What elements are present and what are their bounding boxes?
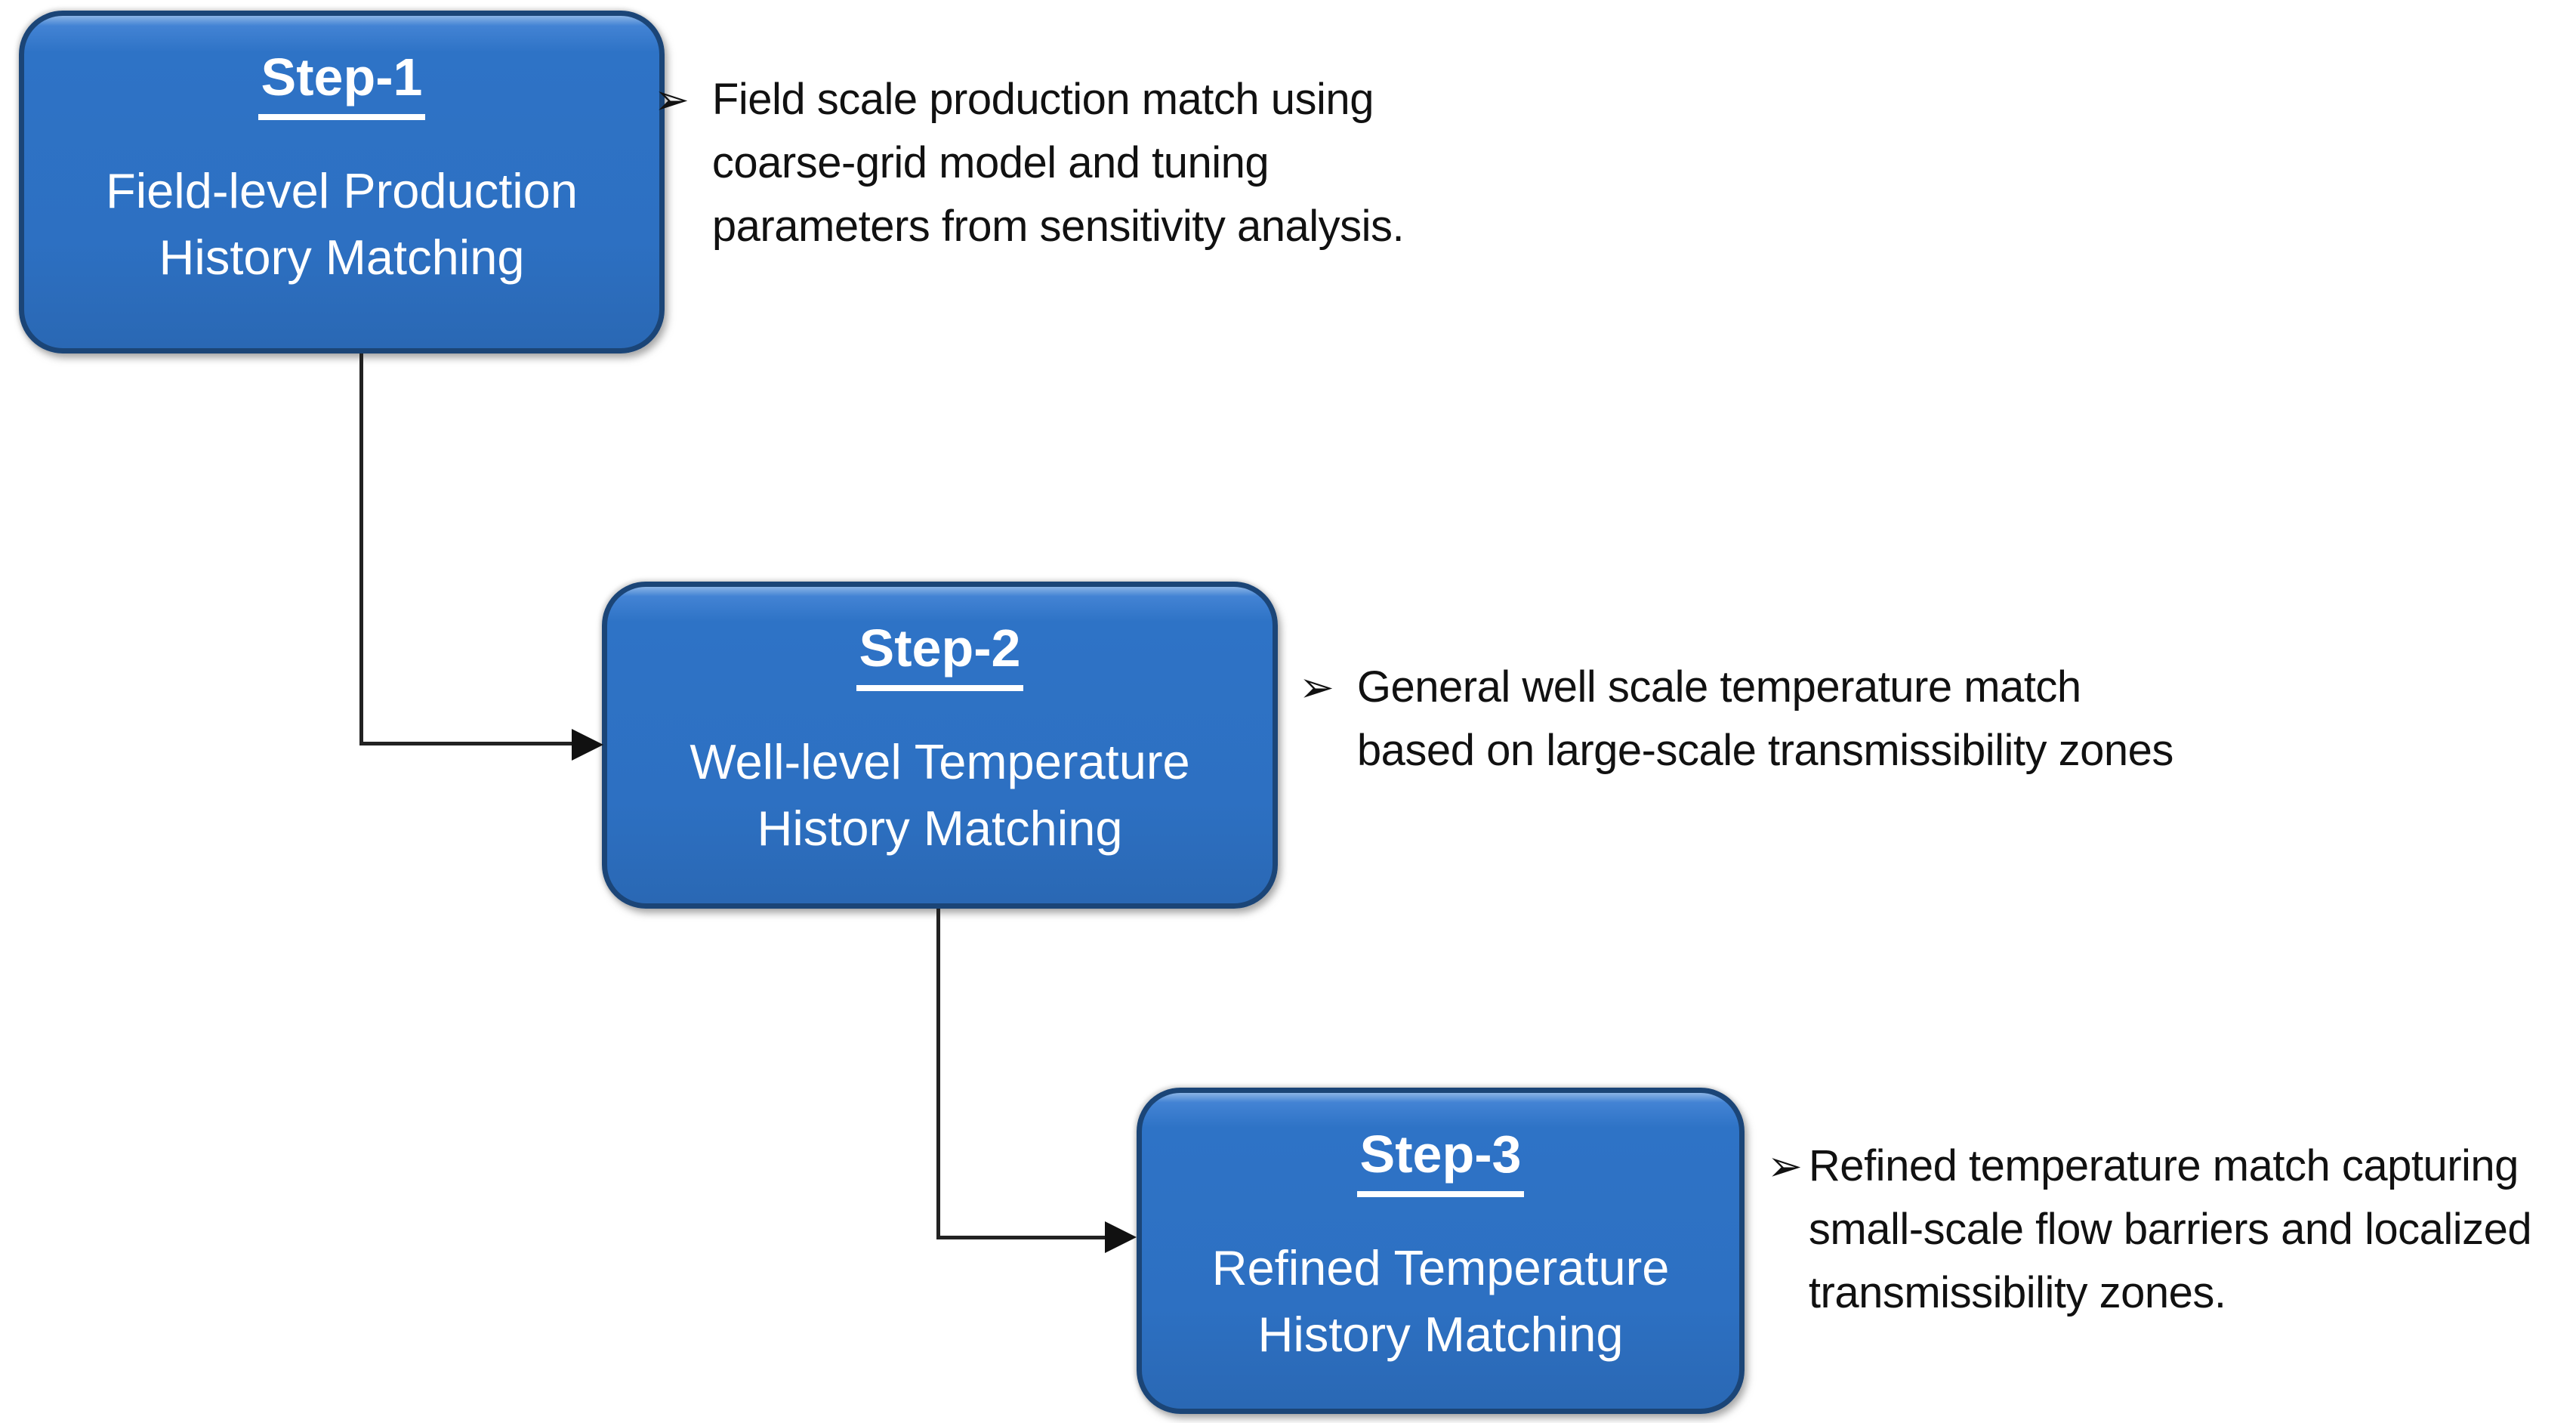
connector-horizontal-line — [936, 1236, 1106, 1239]
step-2-note-lines: General well scale temperature match bas… — [1356, 656, 2174, 782]
note-line: General well scale temperature match — [1356, 662, 2081, 712]
step-3-title-line2: History Matching — [1257, 1307, 1624, 1362]
step-2-heading: Step-2 — [856, 616, 1024, 691]
step-2-title-line2: History Matching — [757, 801, 1123, 856]
step-2-note: ➢ General well scale temperature match b… — [1299, 656, 2173, 782]
step-3-title: Refined Temperature History Matching — [1212, 1235, 1670, 1368]
step-2-title-line1: Well-level Temperature — [690, 734, 1190, 789]
step-3-note: ➢ Refined temperature match capturing sm… — [1767, 1134, 2532, 1325]
step-1-title-line1: Field-level Production — [105, 163, 578, 218]
step-1-note-lines: Field scale production match using coars… — [711, 68, 1405, 258]
note-line: transmissibility zones. — [1808, 1268, 2226, 1317]
step-3-note-lines: Refined temperature match capturing smal… — [1808, 1134, 2532, 1325]
step-1-heading-text: Step-1 — [258, 45, 426, 120]
bullet-arrow-icon: ➢ — [654, 76, 690, 123]
note-line: parameters from sensitivity analysis. — [711, 202, 1405, 251]
step-1-title-line2: History Matching — [159, 230, 525, 285]
step-1-box: Step-1 Field-level Production History Ma… — [19, 11, 665, 353]
note-line: coarse-grid model and tuning — [711, 138, 1269, 187]
note-line: small-scale flow barriers and localized — [1808, 1205, 2532, 1254]
connector-vertical-line — [936, 909, 940, 1239]
note-line: Field scale production match using — [711, 75, 1374, 124]
connector-horizontal-line — [359, 742, 573, 745]
step-2-title: Well-level Temperature History Matching — [690, 729, 1189, 862]
step-3-title-line1: Refined Temperature — [1211, 1240, 1670, 1295]
arrowhead-icon — [1105, 1221, 1137, 1253]
note-line: based on large-scale transmissibility zo… — [1356, 726, 2174, 775]
bullet-arrow-icon: ➢ — [1767, 1142, 1803, 1190]
note-line: Refined temperature match capturing — [1808, 1141, 2519, 1190]
step-1-title: Field-level Production History Matching — [106, 158, 578, 291]
connector-vertical-line — [359, 353, 363, 745]
step-3-box: Step-3 Refined Temperature History Match… — [1137, 1088, 1745, 1414]
arrowhead-icon — [572, 729, 603, 761]
step-2-heading-text: Step-2 — [856, 616, 1024, 691]
step-2-box: Step-2 Well-level Temperature History Ma… — [602, 582, 1278, 909]
step-1-note: ➢ Field scale production match using coa… — [654, 68, 1405, 258]
step-3-heading: Step-3 — [1356, 1122, 1525, 1197]
step-3-heading-text: Step-3 — [1356, 1122, 1525, 1197]
step-1-heading: Step-1 — [258, 45, 426, 120]
bullet-arrow-icon: ➢ — [1299, 663, 1334, 711]
